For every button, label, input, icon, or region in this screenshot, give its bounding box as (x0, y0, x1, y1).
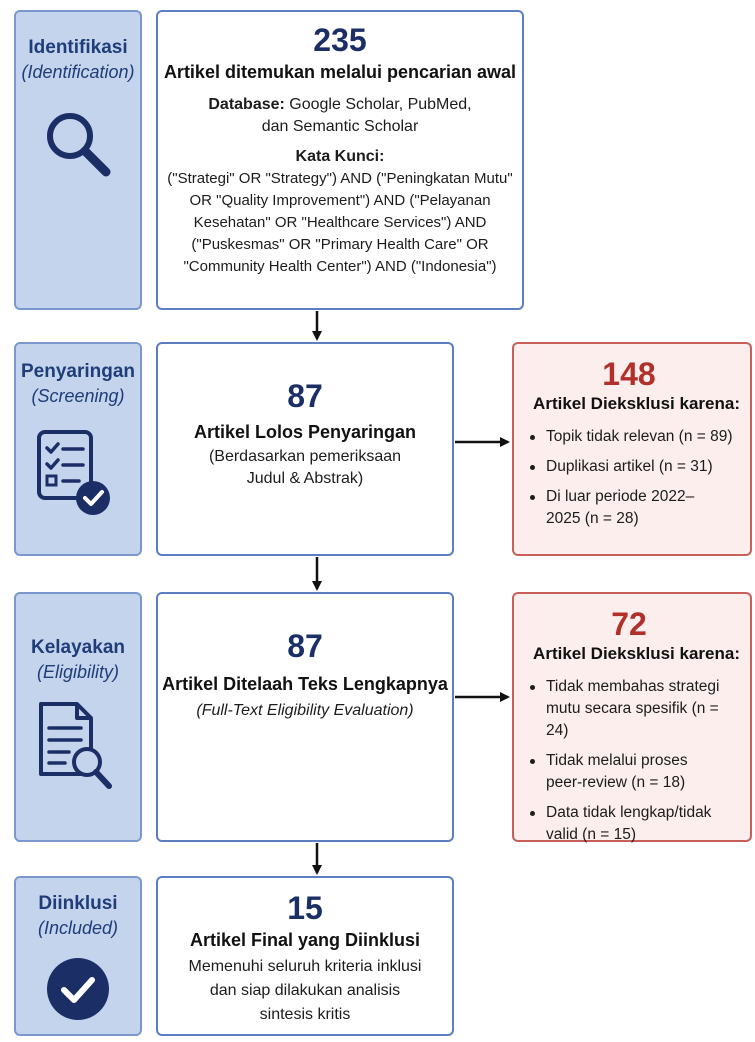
stage-subtitle: (Screening) (31, 386, 125, 406)
list-item: Data tidak lengkap/tidak valid (n = 15) (518, 802, 740, 846)
stage-screening: Penyaringan (Screening) (14, 342, 142, 556)
list-item: Di luar periode 2022–2025 (n = 28) (518, 486, 740, 530)
included-count: 15 (287, 890, 323, 926)
database-value: Google Scholar, PubMed, (284, 96, 472, 113)
database-line: Database: Google Scholar, PubMed, (208, 94, 471, 116)
stage-name: Identifikasi (28, 37, 128, 58)
stage-name: Diinklusi (38, 893, 118, 914)
screening-exclusion-title: Artikel Dieksklusi karena: (533, 394, 740, 413)
included-desc-line: sintesis kritis (259, 1006, 351, 1023)
screening-title: Artikel Lolos Penyaringan (193, 422, 417, 442)
stage-subtitle: (Eligibility) (36, 662, 119, 682)
search-icon (47, 113, 111, 177)
stage-name: Kelayakan (30, 637, 125, 658)
database-value-2: dan Semantic Scholar (261, 118, 419, 135)
eligibility-title: Artikel Ditelaah Teks Lengkapnya (162, 674, 448, 694)
included-title: Artikel Final yang Diinklusi (189, 930, 421, 950)
eligibility-desc: (Full-Text Eligibility Evaluation) (196, 702, 414, 719)
keywords-line: ("Puskesmas" OR "Primary Health Care" OR (191, 236, 489, 253)
keywords-line: ("Strategi" OR "Strategy") AND ("Peningk… (167, 170, 513, 187)
checklist-icon (37, 430, 110, 515)
stage-name: Penyaringan (20, 361, 136, 382)
stage-subtitle: (Included) (37, 918, 119, 938)
document-search-icon (39, 702, 112, 789)
included-desc-line: dan siap dilakukan analisis (209, 982, 401, 999)
screening-desc-line: Judul & Abstrak) (246, 470, 364, 487)
eligibility-box: 87 Artikel Ditelaah Teks Lengkapnya (Ful… (156, 592, 454, 842)
stage-included: Diinklusi (Included) (14, 876, 142, 1036)
eligibility-exclusion-title: Artikel Dieksklusi karena: (533, 644, 740, 663)
keywords-label: Kata Kunci: (295, 148, 385, 165)
screening-exclusion-count: 148 (602, 356, 656, 392)
list-item: Topik tidak relevan (n = 89) (518, 426, 740, 448)
check-circle-icon (47, 958, 109, 1020)
identification-title: Artikel ditemukan melalui pencarian awal (163, 62, 517, 82)
keywords-line: Kesehatan" OR "Healthcare Services") AND (193, 214, 487, 231)
identification-count: 235 (313, 22, 367, 58)
stage-subtitle: (Identification) (21, 62, 135, 82)
list-item: Tidak membahas strategi mutu secara spes… (518, 676, 740, 742)
eligibility-exclusion-box: 72 Artikel Dieksklusi karena: Tidak memb… (512, 592, 752, 843)
eligibility-exclusion-count: 72 (611, 606, 647, 642)
stage-identification: Identifikasi (Identification) (14, 10, 142, 310)
screening-desc-line: (Berdasarkan pemeriksaan (208, 448, 402, 465)
eligibility-count: 87 (287, 628, 323, 664)
screening-box: 87 Artikel Lolos Penyaringan (Berdasarka… (156, 342, 454, 556)
eligibility-exclusion-list: Tidak membahas strategi mutu secara spes… (518, 676, 740, 846)
screening-count: 87 (287, 378, 323, 414)
identification-box: 235 Artikel ditemukan melalui pencarian … (156, 10, 524, 310)
screening-exclusion-box: 148 Artikel Dieksklusi karena: Topik tid… (512, 342, 752, 556)
keywords-line: OR "Quality Improvement") AND ("Pelayana… (189, 192, 491, 209)
stage-eligibility: Kelayakan (Eligibility) (14, 592, 142, 842)
keywords-line: "Community Health Center") AND ("Indones… (183, 258, 497, 275)
list-item: Tidak melalui proses peer-review (n = 18… (518, 750, 740, 794)
included-box: 15 Artikel Final yang Diinklusi Memenuhi… (156, 876, 454, 1036)
database-label: Database: (208, 96, 285, 113)
screening-exclusion-list: Topik tidak relevan (n = 89) Duplikasi a… (518, 426, 740, 530)
list-item: Duplikasi artikel (n = 31) (518, 456, 740, 478)
included-desc-line: Memenuhi seluruh kriteria inklusi (188, 958, 422, 975)
